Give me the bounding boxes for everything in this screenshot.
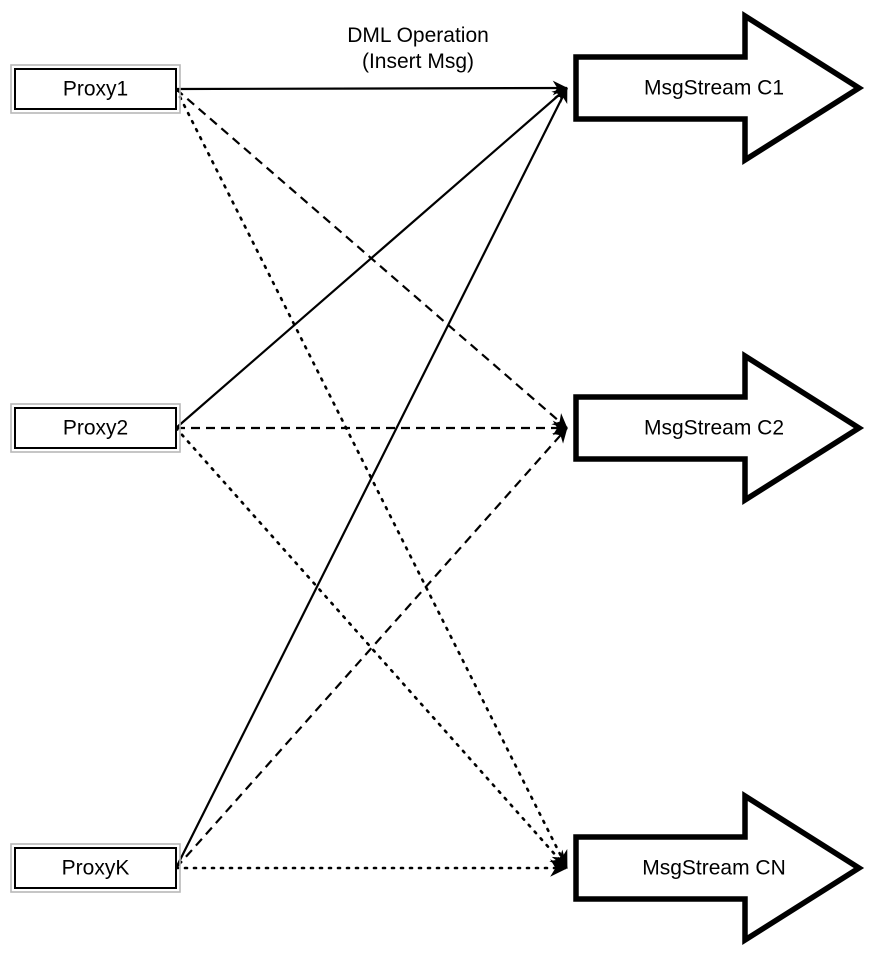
stream-arrow-shape[interactable] <box>573 351 865 505</box>
stream-arrow-shape[interactable] <box>573 11 865 165</box>
proxy-box[interactable] <box>14 847 177 889</box>
stream-label: MsgStream C1 <box>644 77 784 100</box>
edge-caption: DML Operation (Insert Msg) <box>347 24 489 73</box>
proxy-box-shadow <box>10 403 181 453</box>
link-proxyk-to-c1[interactable] <box>175 87 568 869</box>
stream-node-c1[interactable]: MsgStream C1 <box>573 11 865 165</box>
stream-node-cn[interactable]: MsgStream CN <box>573 791 865 945</box>
stream-node-c2[interactable]: MsgStream C2 <box>573 351 865 505</box>
proxy-node-proxy1[interactable]: Proxy1 <box>10 64 181 114</box>
stream-label: MsgStream CN <box>642 857 786 880</box>
proxy-node-proxy2[interactable]: Proxy2 <box>10 403 181 453</box>
link-proxyk-to-c2[interactable] <box>175 427 568 869</box>
link-proxy1-to-c1[interactable] <box>175 80 568 96</box>
link-proxy2-to-cn[interactable] <box>174 426 569 870</box>
stream-arrow-shape[interactable] <box>573 791 865 945</box>
proxy-label: Proxy2 <box>63 417 128 440</box>
proxy-label: ProxyK <box>62 857 130 880</box>
proxy-node-proxyk[interactable]: ProxyK <box>10 843 181 893</box>
proxy-box[interactable] <box>14 68 177 110</box>
edge-caption-line-1: DML Operation <box>347 24 489 47</box>
stream-label: MsgStream C2 <box>644 417 784 440</box>
edge-caption-line-2: (Insert Msg) <box>362 50 474 73</box>
proxy-box[interactable] <box>14 407 177 449</box>
proxy-label: Proxy1 <box>63 78 128 101</box>
link-proxy1-to-cn[interactable] <box>174 87 569 870</box>
link-proxy2-to-c1[interactable] <box>175 87 568 429</box>
proxy-box-shadow <box>10 64 181 114</box>
edge-layer <box>174 80 569 877</box>
proxy-box-shadow <box>10 843 181 893</box>
